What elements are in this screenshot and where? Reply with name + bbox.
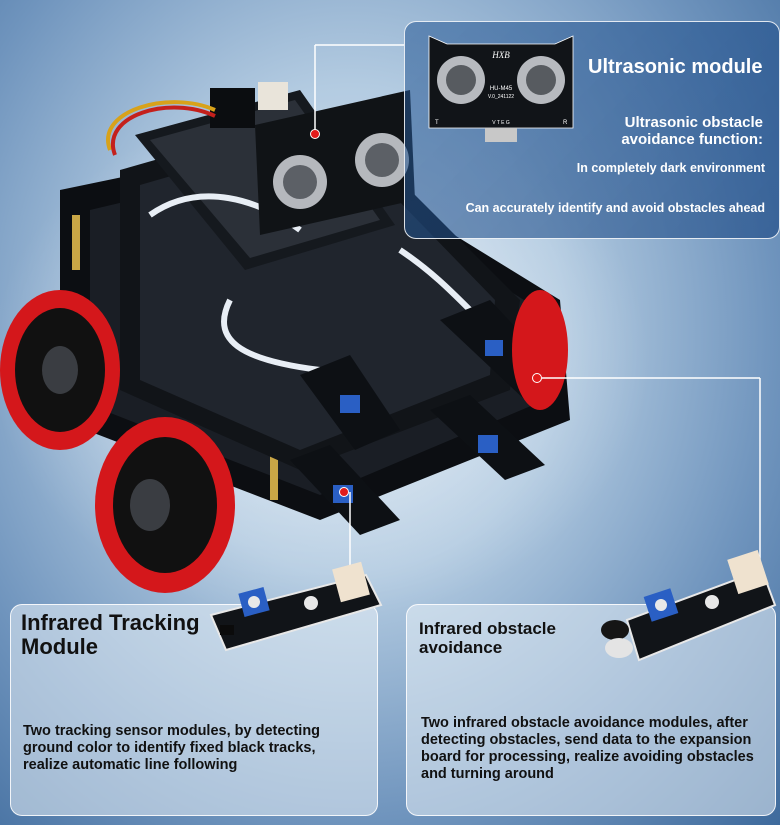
ultrasonic-info-card: HXB HU-M45 V.0_241122 T R V T E G Ultras… (404, 21, 780, 239)
ir-avoidance-info-card: Infrared obstacle avoidance Two infrared… (406, 550, 777, 816)
tracking-title: Infrared Tracking Module (21, 610, 200, 659)
tracking-description: Two tracking sensor modules, by detectin… (23, 723, 321, 773)
board-pins-text: V T E G (492, 120, 510, 126)
ultrasonic-subtitle: Ultrasonic obstacle avoidance function: (621, 114, 763, 148)
board-brand-text: HXB (491, 50, 510, 60)
mecanum-wheels (0, 290, 568, 593)
board-pin-r: R (563, 120, 568, 126)
ultrasonic-line-dark: In completely dark environment (576, 161, 765, 175)
tracking-info-card: Infrared Tracking Module Two tracking se… (10, 561, 383, 816)
ir-avoidance-module-image (601, 550, 777, 662)
board-model-text: HU-M45 (490, 86, 513, 92)
ultrasonic-line-identify: Can accurately identify and avoid obstac… (465, 201, 765, 215)
board-pin-t: T (435, 120, 439, 126)
tracking-module-image (209, 561, 383, 652)
car-ultrasonic-sensor (255, 90, 415, 235)
ir-avoidance-title: Infrared obstacle avoidance (419, 619, 556, 657)
ir-avoidance-description: Two infrared obstacle avoidance modules,… (421, 715, 754, 782)
ultrasonic-module-image: HXB HU-M45 V.0_241122 T R V T E G (428, 35, 574, 142)
ultrasonic-title: Ultrasonic module (588, 56, 763, 78)
board-version-text: V.0_241122 (488, 94, 514, 100)
